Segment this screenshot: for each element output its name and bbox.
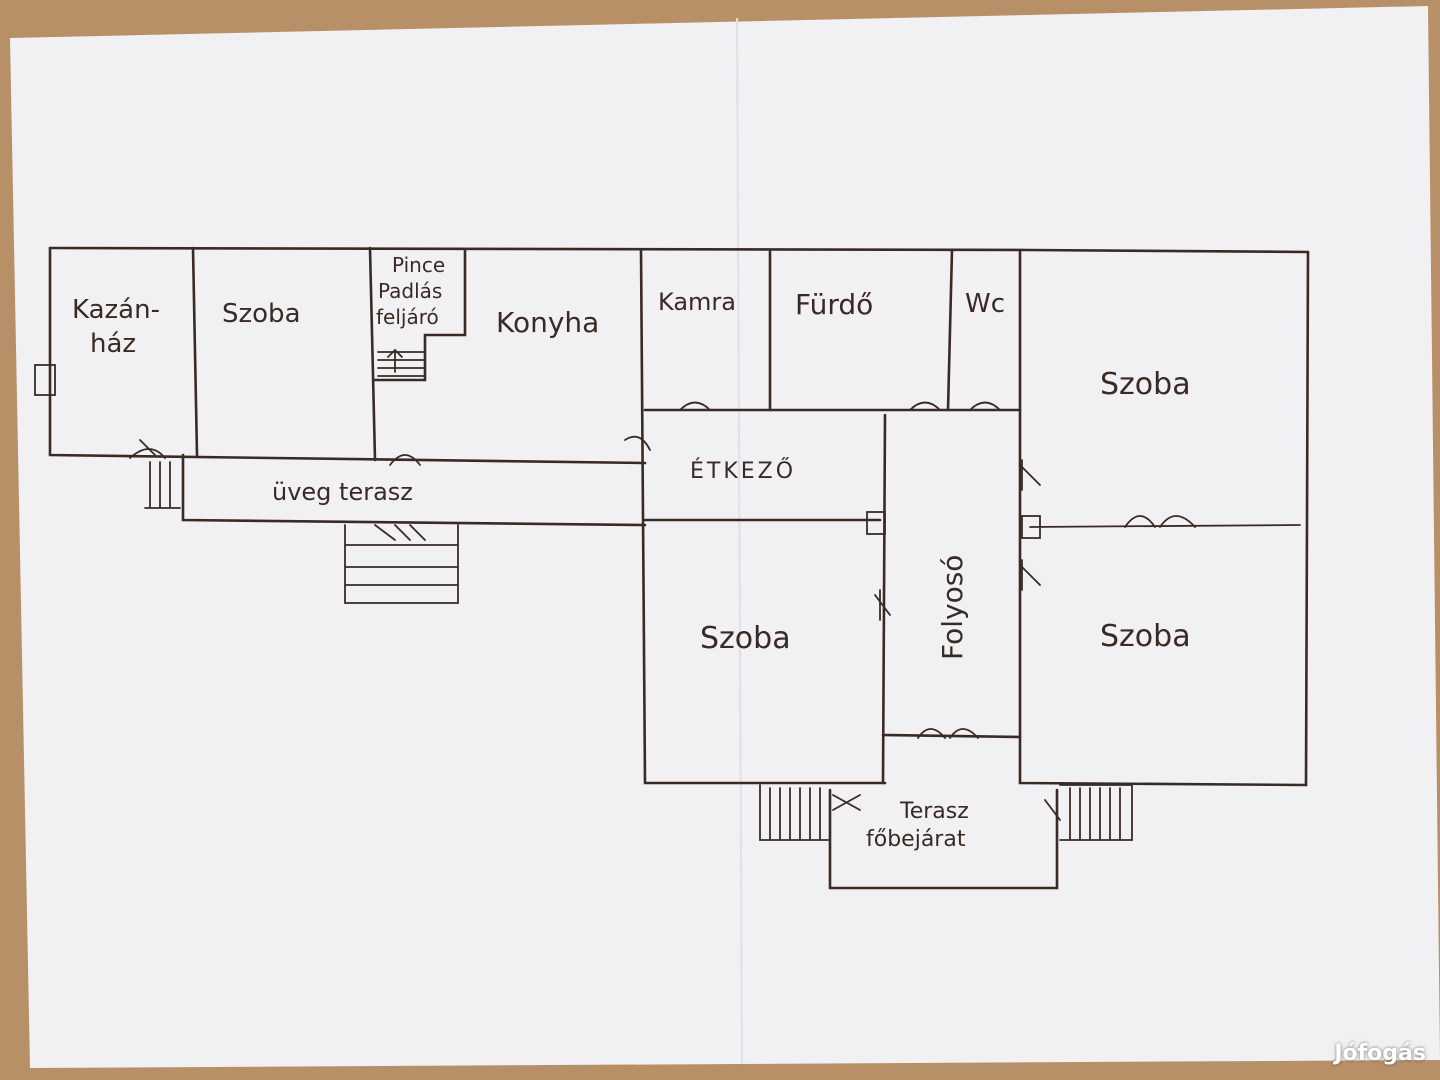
wall-kazanhaz-szoba: [191, 246, 199, 457]
entrance-terrace: [828, 788, 1059, 890]
room-labels: Kazán- ház Szoba Pince Padlás feljáró Ko…: [72, 253, 1191, 852]
label-terasz-2: főbejárat: [866, 827, 966, 852]
label-kazanhaz-1: Kazán-: [72, 295, 160, 325]
door-szoba-se: [1019, 559, 1041, 591]
jofogas-watermark: Jófogás: [1334, 1041, 1426, 1066]
door-kazanhaz: [129, 439, 166, 459]
wall-central-left: [639, 248, 887, 785]
label-folyoso: Folyosó: [936, 555, 969, 660]
label-uveg-terasz: üveg terasz: [272, 478, 413, 506]
chimney-corridor: [1021, 515, 1041, 539]
door-szoba-ne: [1019, 459, 1041, 491]
glass-terrace-outline: [181, 453, 647, 527]
door-wc: [969, 401, 1001, 411]
door-kamra: [679, 401, 711, 411]
label-szoba-se: Szoba: [1100, 619, 1191, 654]
side-stairs: [144, 461, 181, 509]
door-szoba-center: [874, 589, 891, 621]
wall-pince-box: [373, 248, 467, 382]
entrance-stairs-left: [759, 784, 831, 841]
label-szoba-1: Szoba: [222, 299, 301, 329]
floor-plan-drawing: [34, 246, 1310, 890]
label-etkezo: ÉTKEZŐ: [690, 458, 796, 484]
terrace-stairs: [344, 524, 459, 604]
door-furdo: [909, 401, 941, 411]
paper-fold: [736, 17, 743, 1065]
label-szoba-center: Szoba: [700, 621, 791, 656]
wall-furdo-wc: [946, 248, 954, 412]
door-terrace-stairs: [374, 524, 426, 541]
door-pince: [389, 454, 421, 466]
door-right-rooms: [1124, 515, 1196, 528]
paper-sheet: [10, 6, 1440, 1068]
door-corridor-bottom: [917, 728, 979, 739]
left-wing-wall: [48, 246, 647, 465]
label-kazanhaz-2: ház: [90, 329, 136, 359]
label-kamra: Kamra: [658, 288, 736, 316]
outer-top-wall: [48, 246, 1310, 254]
wall-corridor-left: [881, 413, 887, 785]
door-konyha: [624, 435, 651, 451]
label-pince-1: Pince: [392, 253, 445, 277]
stairs-pince: [377, 351, 426, 377]
outer-right-wall: [1304, 250, 1310, 787]
chimney-left: [34, 364, 56, 396]
label-konyha: Konyha: [496, 306, 599, 339]
stairs-arrow: [387, 348, 403, 373]
door-entrance-right: [1044, 799, 1061, 821]
wall-corridor-right: [1018, 248, 1308, 787]
entrance-stairs-right: [1059, 784, 1133, 841]
chimney-etkezo: [866, 511, 886, 535]
label-furdo: Fürdő: [795, 288, 873, 321]
door-entrance-left: [832, 794, 861, 811]
label-pince-2: Padlás: [378, 279, 442, 303]
label-pince-3: feljáró: [376, 305, 439, 329]
label-terasz-1: Terasz: [899, 799, 969, 824]
wall-szoba-pince: [368, 246, 377, 462]
label-szoba-ne: Szoba: [1100, 367, 1191, 402]
label-wc: Wc: [965, 289, 1005, 319]
wall-right-rooms: [1029, 524, 1301, 528]
